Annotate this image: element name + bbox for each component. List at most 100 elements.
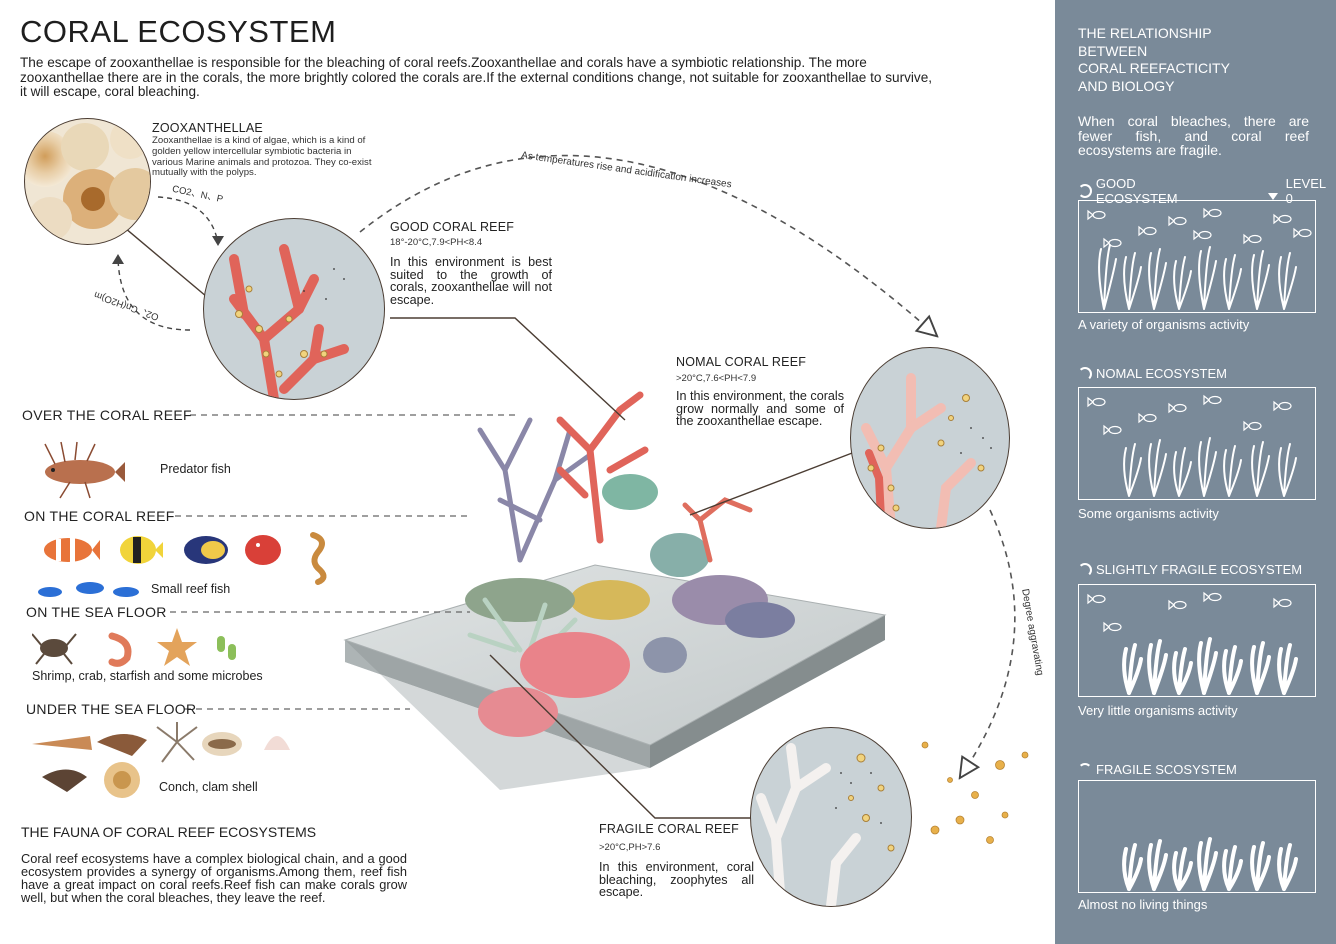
fish-icon xyxy=(1168,599,1187,611)
shrimp-icon xyxy=(108,632,132,667)
escaping-zooxanthellae xyxy=(921,741,1029,844)
fragile-reef-range: >20°C,PH>7.6 xyxy=(599,842,661,853)
intro-text: The escape of zooxanthellae is responsib… xyxy=(20,55,933,99)
coral-silhouette xyxy=(1147,639,1168,695)
top-arc-arrow xyxy=(359,154,930,330)
lionfish-icon xyxy=(44,441,125,499)
eco-box-normal xyxy=(1078,387,1316,500)
connector-fragile xyxy=(489,654,760,819)
diagram-canvas xyxy=(112,154,1016,819)
eco-title-good: GOOD ECOSYSTEM xyxy=(1095,176,1178,206)
coral-silhouette xyxy=(1250,641,1271,695)
fragile-reef-text: In this environment, coral bleaching, zo… xyxy=(599,860,754,900)
sidebar-heading-line-1: THE RELATIONSHIP xyxy=(1078,25,1212,41)
fish-icon xyxy=(1138,412,1157,424)
fauna-on-label: ON THE CORAL REEF xyxy=(24,508,175,524)
cycle-arrow-out xyxy=(117,257,191,331)
reef-fish-icons xyxy=(38,532,327,597)
eco-panel-normal: NOMAL ECOSYSTEM xyxy=(1078,366,1227,381)
good-reef-range: 18°-20°C,7.9<PH<8.4 xyxy=(390,237,483,248)
zooxanthellae-text: Zooxanthellae is a kind of algae, which … xyxy=(152,135,372,179)
fish-icon xyxy=(1087,209,1106,221)
coral-silhouette xyxy=(1148,439,1167,497)
fauna-on-caption: Small reef fish xyxy=(151,582,231,596)
shell-icons xyxy=(32,722,290,798)
coral-silhouette xyxy=(1173,256,1192,310)
fish-icon xyxy=(1293,227,1312,239)
coral-silhouette xyxy=(1198,246,1217,310)
coral-silhouette xyxy=(1277,643,1298,695)
sea-floor-icons xyxy=(32,628,236,667)
coral-silhouette xyxy=(1223,445,1242,497)
fish-icon xyxy=(1168,215,1187,227)
coral-silhouette xyxy=(1123,252,1142,310)
sidebar-heading-line-3: CORAL REEFACTICITY xyxy=(1078,60,1230,76)
eco-title-fragile: FRAGILE SCOSYSTEM xyxy=(1096,762,1237,777)
seahorse-icon xyxy=(310,532,327,585)
fauna-over-caption: Predator fish xyxy=(160,462,231,476)
coral-silhouette xyxy=(1098,244,1117,310)
fish-icon xyxy=(1203,394,1222,406)
zooxanthellae-title: ZOOXANTHELLAE xyxy=(152,121,263,135)
fauna-under-caption: Conch, clam shell xyxy=(159,780,258,794)
auger-shell-icon xyxy=(32,736,92,750)
coral-silhouette xyxy=(1251,441,1270,497)
sidebar-panel xyxy=(1055,0,1336,944)
good-reef-text: In this environment is best suited to th… xyxy=(390,255,552,307)
fauna-floor-caption: Shrimp, crab, starfish and some microbes xyxy=(32,669,263,683)
level-ring-icon xyxy=(1078,562,1092,577)
connector-normal xyxy=(689,449,861,516)
fauna-section-title: THE FAUNA OF CORAL REEF ECOSYSTEMS xyxy=(21,824,317,840)
fish-icon xyxy=(1193,229,1212,241)
fish-icon xyxy=(1273,597,1292,609)
normal-reef-circle xyxy=(850,347,1010,529)
fish-icon xyxy=(1243,233,1262,245)
page-title: CORAL ECOSYSTEM xyxy=(20,14,337,49)
fauna-floor-label: ON THE SEA FLOOR xyxy=(26,604,167,620)
eco-box-slightly-fragile xyxy=(1078,584,1316,697)
conch-icon xyxy=(97,733,147,756)
coral-silhouette xyxy=(1278,443,1297,497)
eco-panel-good: GOOD ECOSYSTEM LEVEL 0 xyxy=(1078,176,1336,206)
eco-title-normal: NOMAL ECOSYSTEM xyxy=(1096,366,1227,381)
eco-panel-fragile: FRAGILE SCOSYSTEM xyxy=(1078,762,1237,777)
redfish-icon xyxy=(245,535,281,565)
snail-shell-icon xyxy=(104,762,140,798)
butterflyfish-icon xyxy=(120,536,163,564)
eco-caption-normal: Some organisms activity xyxy=(1078,506,1219,521)
coral-silhouette xyxy=(1172,647,1193,695)
fauna-under-label: UNDER THE SEA FLOOR xyxy=(26,701,197,717)
coral-silhouette xyxy=(1198,437,1217,497)
coral-silhouette xyxy=(1123,443,1142,497)
coral-silhouette xyxy=(1222,845,1243,891)
fish-icon xyxy=(1087,593,1106,605)
fish-icon xyxy=(1103,237,1122,249)
fragile-reef-title: FRAGILE CORAL REEF xyxy=(599,822,739,836)
coral-silhouette xyxy=(1122,843,1143,891)
fish-icon xyxy=(1273,213,1292,225)
fauna-over-label: OVER THE CORAL REEF xyxy=(22,407,192,423)
normal-reef-range: >20°C,7.6<PH<7.9 xyxy=(676,373,757,384)
coral-silhouette xyxy=(1197,837,1218,891)
fish-icon xyxy=(1103,621,1122,633)
fish-icon xyxy=(1273,400,1292,412)
level-ring-icon xyxy=(1078,762,1092,777)
blue-tang-icons xyxy=(38,582,139,597)
coral-silhouette xyxy=(1223,254,1242,310)
level-ring-icon xyxy=(1078,366,1092,381)
side-arc-arrow xyxy=(965,509,1016,770)
angelfish-icon xyxy=(184,536,228,564)
level-label: LEVEL 0 xyxy=(1285,176,1326,206)
coral-silhouette xyxy=(1148,248,1167,310)
sidebar-heading-line-2: BETWEEN xyxy=(1078,42,1148,59)
fish-icon xyxy=(1203,207,1222,219)
coral-silhouette xyxy=(1222,645,1243,695)
coral-silhouette xyxy=(1251,250,1270,310)
eco-panel-slightly-fragile: SLIGHTLY FRAGILE ECOSYSTEM xyxy=(1078,562,1302,577)
coral-silhouette xyxy=(1147,839,1168,891)
coral-silhouette xyxy=(1173,447,1192,497)
cowrie-icon xyxy=(202,732,242,756)
fish-icon xyxy=(1103,424,1122,436)
coral-silhouette xyxy=(1197,637,1218,695)
clownfish-icon xyxy=(44,538,100,562)
